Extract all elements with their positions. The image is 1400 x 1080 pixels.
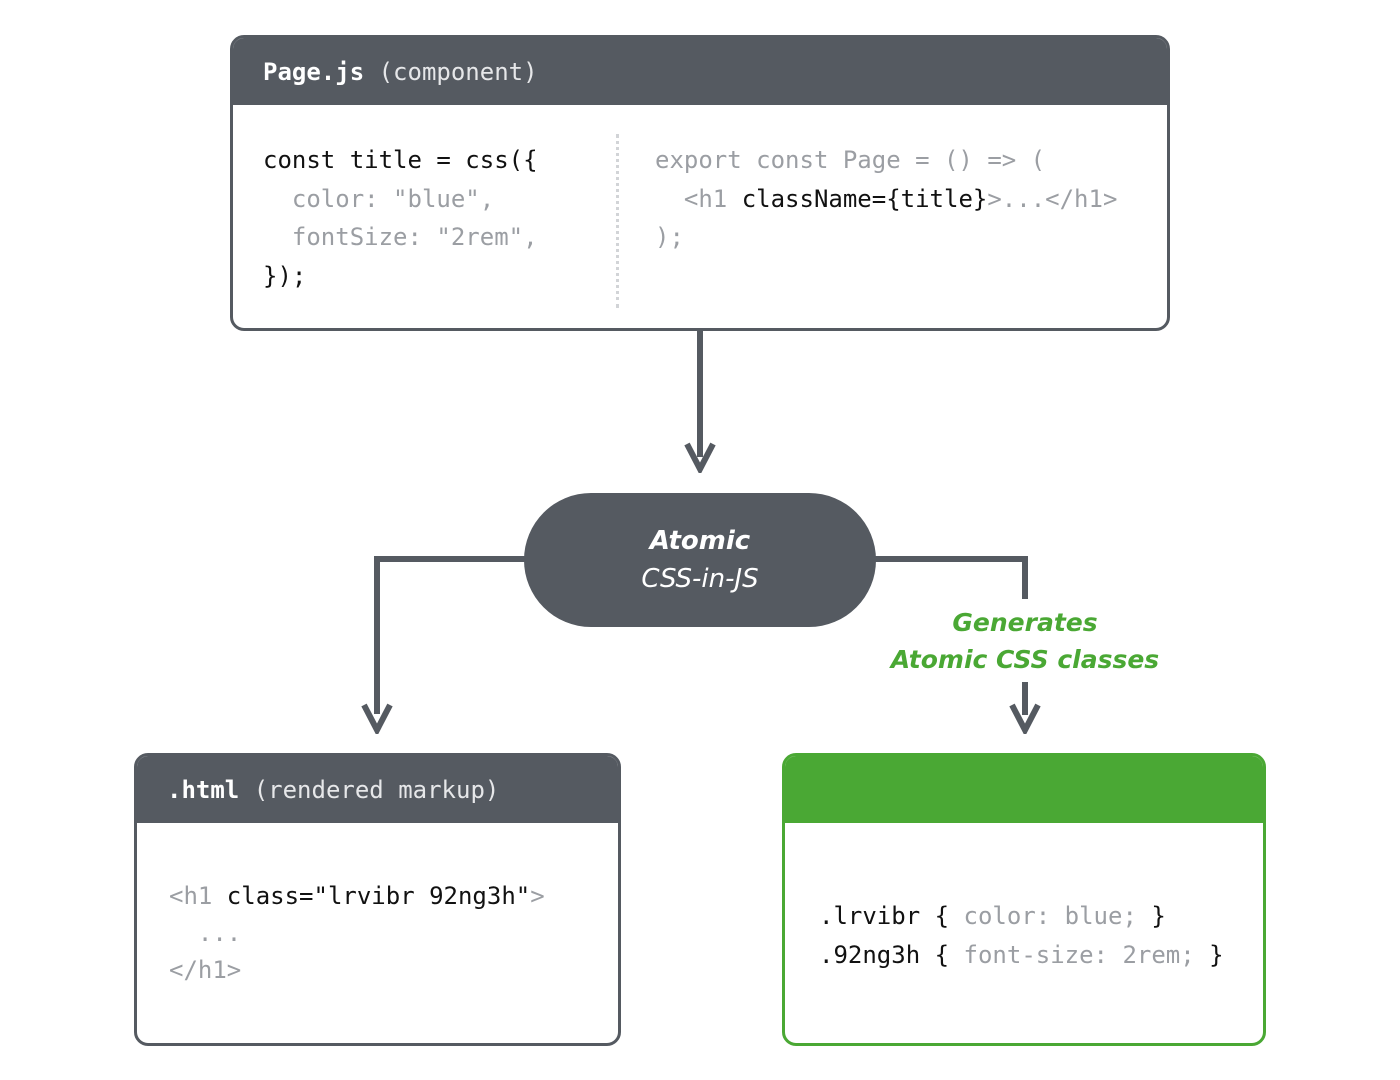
component-jsx-code: export const Page = () => ( <h1 classNam… <box>655 141 1117 257</box>
markup-filename: .html <box>167 775 240 804</box>
pill-subtitle: CSS-in-JS <box>641 564 759 594</box>
generated-css-code: .lrvibr { color: blue; }.92ng3h { font-s… <box>819 897 1224 974</box>
code-token: { <box>920 902 964 930</box>
code-line: }); <box>263 261 307 290</box>
css-definition-code: const title = css({ color: "blue", fontS… <box>263 141 538 295</box>
connector-line <box>1022 556 1028 599</box>
code-token: <h1 <box>169 882 227 910</box>
component-file-description: (component) <box>364 57 538 86</box>
code-divider <box>616 134 619 308</box>
css-selector: .lrvibr <box>819 902 921 930</box>
generates-label-line: Atomic CSS classes <box>890 645 1160 674</box>
component-filename: Page.js <box>263 57 365 86</box>
pill-title: Atomic <box>649 526 751 556</box>
css-declaration: font-size: 2rem; <box>963 940 1195 969</box>
code-line: </h1> <box>169 956 242 984</box>
css-rule: .92ng3h { font-size: 2rem; } <box>819 936 1224 975</box>
rendered-html-code: <h1 class="lrvibr 92ng3h"> ... </h1> <box>169 877 545 989</box>
arrow-down-icon <box>1009 702 1041 734</box>
component-box-header: Page.js (component) <box>233 38 1167 105</box>
atomic-css-in-js-node: Atomic CSS-in-JS <box>524 493 876 627</box>
connector-line <box>374 556 525 562</box>
generated-css-box: .lrvibr { color: blue; }.92ng3h { font-s… <box>782 753 1266 1046</box>
connector-line <box>697 331 703 457</box>
code-line: export const Page = () => ( <box>655 146 1046 174</box>
code-token: { <box>920 940 964 969</box>
code-line: ... <box>169 919 242 947</box>
code-line: <h1 className={title}>...</h1> <box>655 180 1118 219</box>
css-rule: .lrvibr { color: blue; } <box>819 897 1224 936</box>
code-line: color: "blue", <box>263 184 495 213</box>
arrow-down-icon <box>684 441 716 473</box>
component-code-box: Page.js (component) const title = css({ … <box>230 35 1170 331</box>
code-token: >...</h1> <box>987 184 1118 213</box>
code-line: const title = css({ <box>263 146 538 174</box>
css-box-header <box>785 756 1263 823</box>
markup-file-description: (rendered markup) <box>239 775 500 804</box>
code-token: class="lrvibr 92ng3h" <box>226 882 531 910</box>
arrow-down-icon <box>361 702 393 734</box>
markup-box-header: .html (rendered markup) <box>137 756 618 823</box>
generates-label: Generates Atomic CSS classes <box>860 604 1190 678</box>
rendered-markup-box: .html (rendered markup) <h1 class="lrvib… <box>134 753 621 1046</box>
css-selector: .92ng3h <box>819 940 921 969</box>
code-token: > <box>530 882 545 910</box>
connector-line <box>1022 682 1028 715</box>
css-declaration: color: blue; <box>963 902 1137 930</box>
code-line: fontSize: "2rem", <box>263 223 538 251</box>
generates-label-line: Generates <box>952 608 1098 637</box>
code-token: } <box>1194 940 1224 969</box>
code-line: <h1 class="lrvibr 92ng3h"> <box>169 877 545 915</box>
code-line: ); <box>655 223 684 251</box>
code-token: <h1 <box>655 184 742 213</box>
connector-line <box>374 556 380 714</box>
code-token: className={title} <box>741 184 988 213</box>
connector-line <box>875 556 1028 562</box>
code-token: } <box>1136 902 1166 930</box>
